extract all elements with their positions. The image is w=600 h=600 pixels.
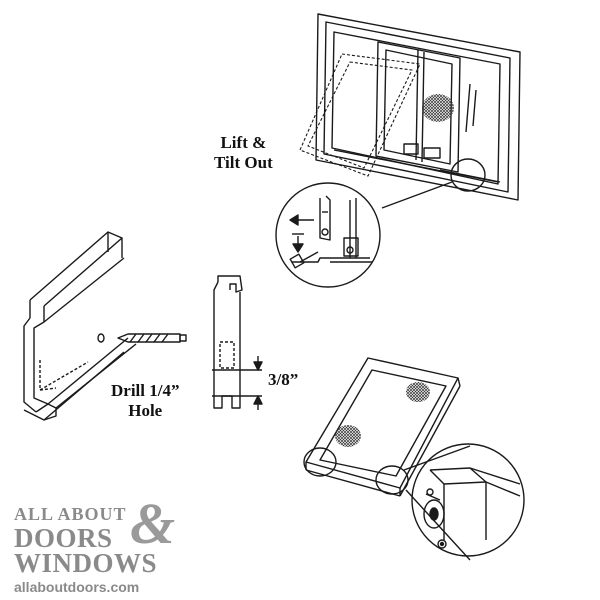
- screen-mesh-patch: [422, 94, 454, 122]
- drill-bit: [117, 333, 187, 343]
- dimension-label: 3/8”: [268, 370, 299, 389]
- roller-bracket: [212, 275, 262, 409]
- lift-tilt-label: Lift & Tilt Out: [214, 133, 273, 172]
- corner-circle-left: [303, 447, 337, 477]
- logo-ampersand: &: [130, 491, 176, 556]
- screen-mesh-patch-upper: [406, 382, 430, 402]
- dimension-arrows: [253, 356, 263, 410]
- push-arrow-down: [292, 233, 304, 253]
- detail-corner-circle: [411, 443, 525, 557]
- logo-line2: DOORS: [14, 523, 113, 553]
- tilted-screen-outline: [299, 53, 421, 177]
- drill-label-line1: Drill 1/4”: [111, 381, 180, 400]
- pull-arrow-left: [289, 214, 314, 226]
- logo-line1: ALL ABOUT: [14, 504, 127, 524]
- logo-url: allaboutdoors.com: [14, 579, 140, 595]
- screen-mesh-patch-lower: [335, 425, 361, 447]
- lift-label-line1: Lift &: [220, 133, 267, 152]
- brand-logo: ALL ABOUT DOORS WINDOWS allaboutdoors.co…: [14, 504, 184, 595]
- screen-panel: [305, 357, 461, 497]
- corner-circle-right: [375, 465, 409, 495]
- screen-frame-extrusion: [23, 231, 137, 421]
- drill-label-line2: Hole: [128, 400, 163, 420]
- window-frame: [315, 13, 521, 201]
- logo-line3: WINDOWS: [14, 548, 158, 578]
- drill-label: Drill 1/4” Hole: [111, 381, 179, 420]
- lift-label-line2: Tilt Out: [214, 152, 273, 172]
- detail-roller-circle: [275, 182, 381, 288]
- magnify-circle-top: [450, 158, 486, 192]
